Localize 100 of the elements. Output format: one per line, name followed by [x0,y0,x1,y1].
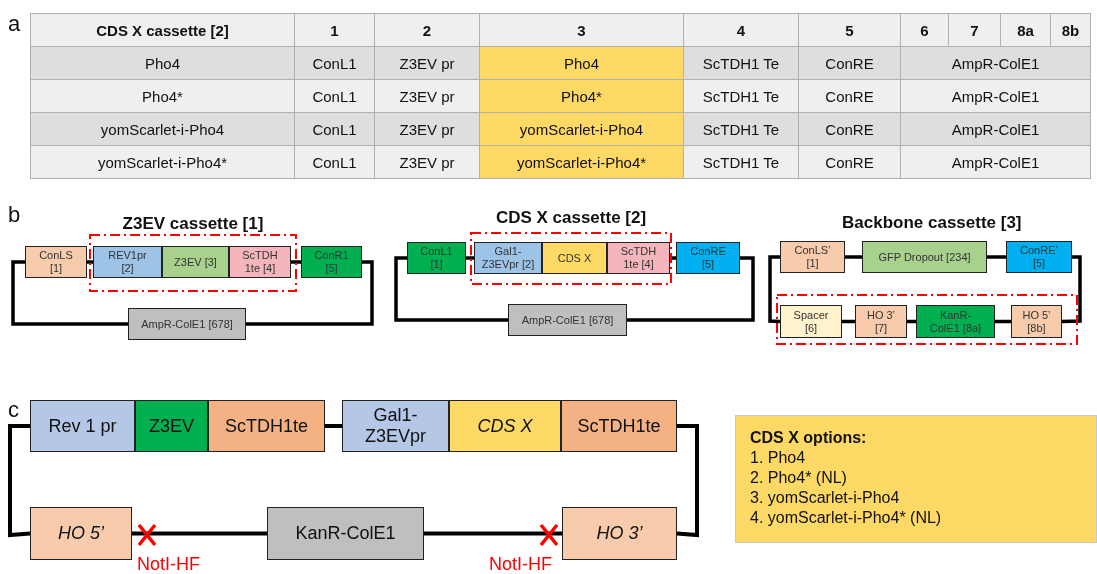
backbone-line [466,256,474,260]
table-cell: yomScarlet-i-Pho4 [479,112,684,146]
table-cell: ConRE [798,79,901,113]
table-cell: AmpR-ColE1 [900,46,1091,80]
table-header: CDS X cassette [2] [30,13,295,47]
part-label: ConR1 [5] [313,249,350,275]
column-header: 7 [948,13,1001,47]
dna-part-box [30,400,135,452]
dna-part-box [561,400,677,452]
table-cell: Z3EV pr [374,112,480,146]
panel-letter: a [8,12,21,37]
table-cell: ConL1 [294,112,375,146]
part-label: HO 3’ [7] [865,308,897,335]
part-label: Gal1- Z3EVpr [2] [480,245,536,271]
option-item: 4. yomScarlet-i-Pho4* (NL) [750,508,942,528]
table-cell: Pho4 [479,46,684,80]
part-label: Z3EV [149,415,194,437]
panel-letter: b [8,203,21,228]
cassette-frame [470,208,672,285]
table-cell: yomScarlet-i-Pho4* [479,145,684,179]
dna-part-box [1006,241,1072,273]
column-header: 2 [374,13,480,47]
enzyme-label: NotI-HF [137,555,200,574]
table-cell: yomScarlet-i-Pho4* [30,145,295,179]
part-label: KanR-ColE1 [8a] [928,308,983,335]
part-label: ScTDH 1te [4] [619,245,658,271]
dna-part-box [407,242,466,274]
backbone-line [987,255,1006,259]
cassette-title: Z3EV cassette [1] [121,214,265,234]
part-label: ConLS [1] [38,249,74,275]
part-label: REV1pr [2] [107,249,148,275]
part-label: ScTDH 1te [4] [241,249,279,275]
cassette-frame [776,294,1078,345]
backbone-line [1061,255,1082,324]
table-cell: AmpR-ColE1 [900,145,1091,179]
column-header: 6 [900,13,949,47]
table-cell: ConRE [798,145,901,179]
option-item: 3. yomScarlet-i-Pho4 [750,488,900,508]
table-cell: ScTDH1 Te [683,46,799,80]
dna-part-box [508,304,627,336]
part-label: CDS X [477,415,533,437]
options-heading: CDS X options: [750,428,867,448]
part-label: ScTDH1te [577,415,661,437]
dna-part-box [30,507,132,560]
cassette-title: Backbone cassette [3] [842,214,1022,233]
column-header: 5 [798,13,901,47]
part-label: AmpR-ColE1 [678] [521,313,614,327]
table-cell: ScTDH1 Te [683,145,799,179]
part-label: ScTDH1te [225,415,308,437]
dna-part-box [342,400,449,452]
table-cell: ConL1 [294,79,375,113]
option-item: 2. Pho4* (NL) [750,468,847,488]
part-label: AmpR-ColE1 [678] [141,317,233,331]
table-cell: AmpR-ColE1 [900,112,1091,146]
dna-part-box [128,308,246,340]
dna-part-box [855,305,907,338]
table-cell: yomScarlet-i-Pho4 [30,112,295,146]
dna-part-box [162,246,229,278]
table-cell: AmpR-ColE1 [900,79,1091,113]
table-cell: Pho4 [30,46,295,80]
backbone-line [394,256,508,322]
part-label: ConLS’ [1] [793,244,832,270]
column-header: 8b [1050,13,1091,47]
table-cell: ConL1 [294,145,375,179]
table-cell: ScTDH1 Te [683,79,799,113]
column-header: 3 [479,13,684,47]
backbone-line [246,260,374,326]
table-cell: Z3EV pr [374,79,480,113]
cassette-frame [89,214,297,292]
backbone-line [424,531,562,536]
dna-part-box [607,242,670,274]
dna-part-box [267,507,424,560]
part-label: Z3EV [3] [174,255,217,269]
table-cell: Z3EV pr [374,46,480,80]
table-cell: ScTDH1 Te [683,112,799,146]
dna-part-box [780,241,845,273]
dna-part-box [208,400,325,452]
backbone-line [87,260,93,264]
table-cell: Pho4* [479,79,684,113]
dna-part-box [301,246,362,278]
table-cell: ConRE [798,46,901,80]
option-item: 1. Pho4 [750,448,806,468]
part-label: HO 5’ [58,523,104,544]
backbone-line [676,424,699,538]
part-label: CDS X [557,251,592,265]
table-cell: ConRE [798,112,901,146]
backbone-line [132,531,267,536]
part-label: KanR-ColE1 [295,523,396,544]
backbone-line [627,256,755,322]
dna-part-box [676,242,740,274]
backbone-line [11,260,128,326]
backbone-line [768,255,781,324]
backbone-line [325,424,342,428]
part-label: Gal1- Z3EVpr [364,405,427,447]
dna-part-box [135,400,208,452]
backbone-line [291,260,301,264]
part-label: ConL1 [1] [419,245,454,271]
options-panel [735,415,1097,543]
part-label: HO 5’ [8b] [1021,308,1052,335]
part-label: Spacer [6] [792,308,830,335]
